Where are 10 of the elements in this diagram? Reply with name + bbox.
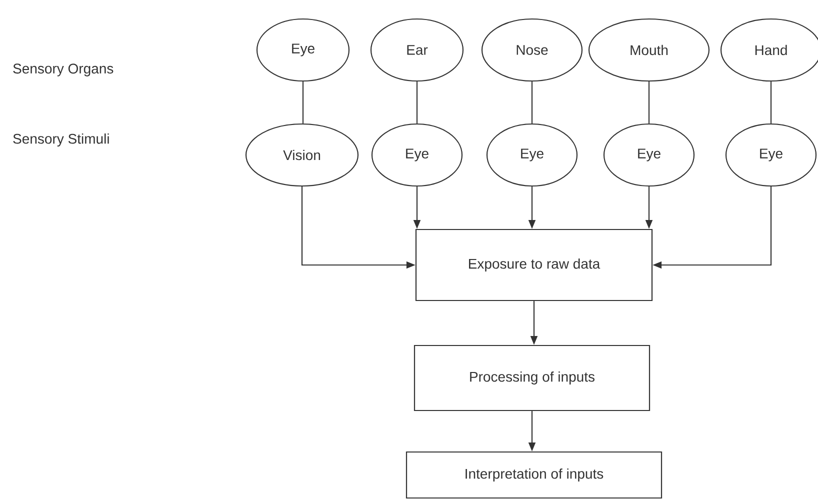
process-box: Processing of inputs bbox=[414, 344, 650, 412]
connector-line bbox=[531, 82, 533, 124]
connector-line bbox=[770, 82, 772, 124]
process-box: Exposure to raw data bbox=[415, 228, 653, 302]
connector-line bbox=[302, 82, 304, 124]
connector-line bbox=[416, 82, 418, 124]
row-label: Sensory Stimuli bbox=[13, 133, 109, 147]
connector-line bbox=[648, 82, 650, 124]
row-label: Sensory Organs bbox=[13, 64, 114, 76]
process-box: Interpretation of inputs bbox=[406, 451, 662, 499]
